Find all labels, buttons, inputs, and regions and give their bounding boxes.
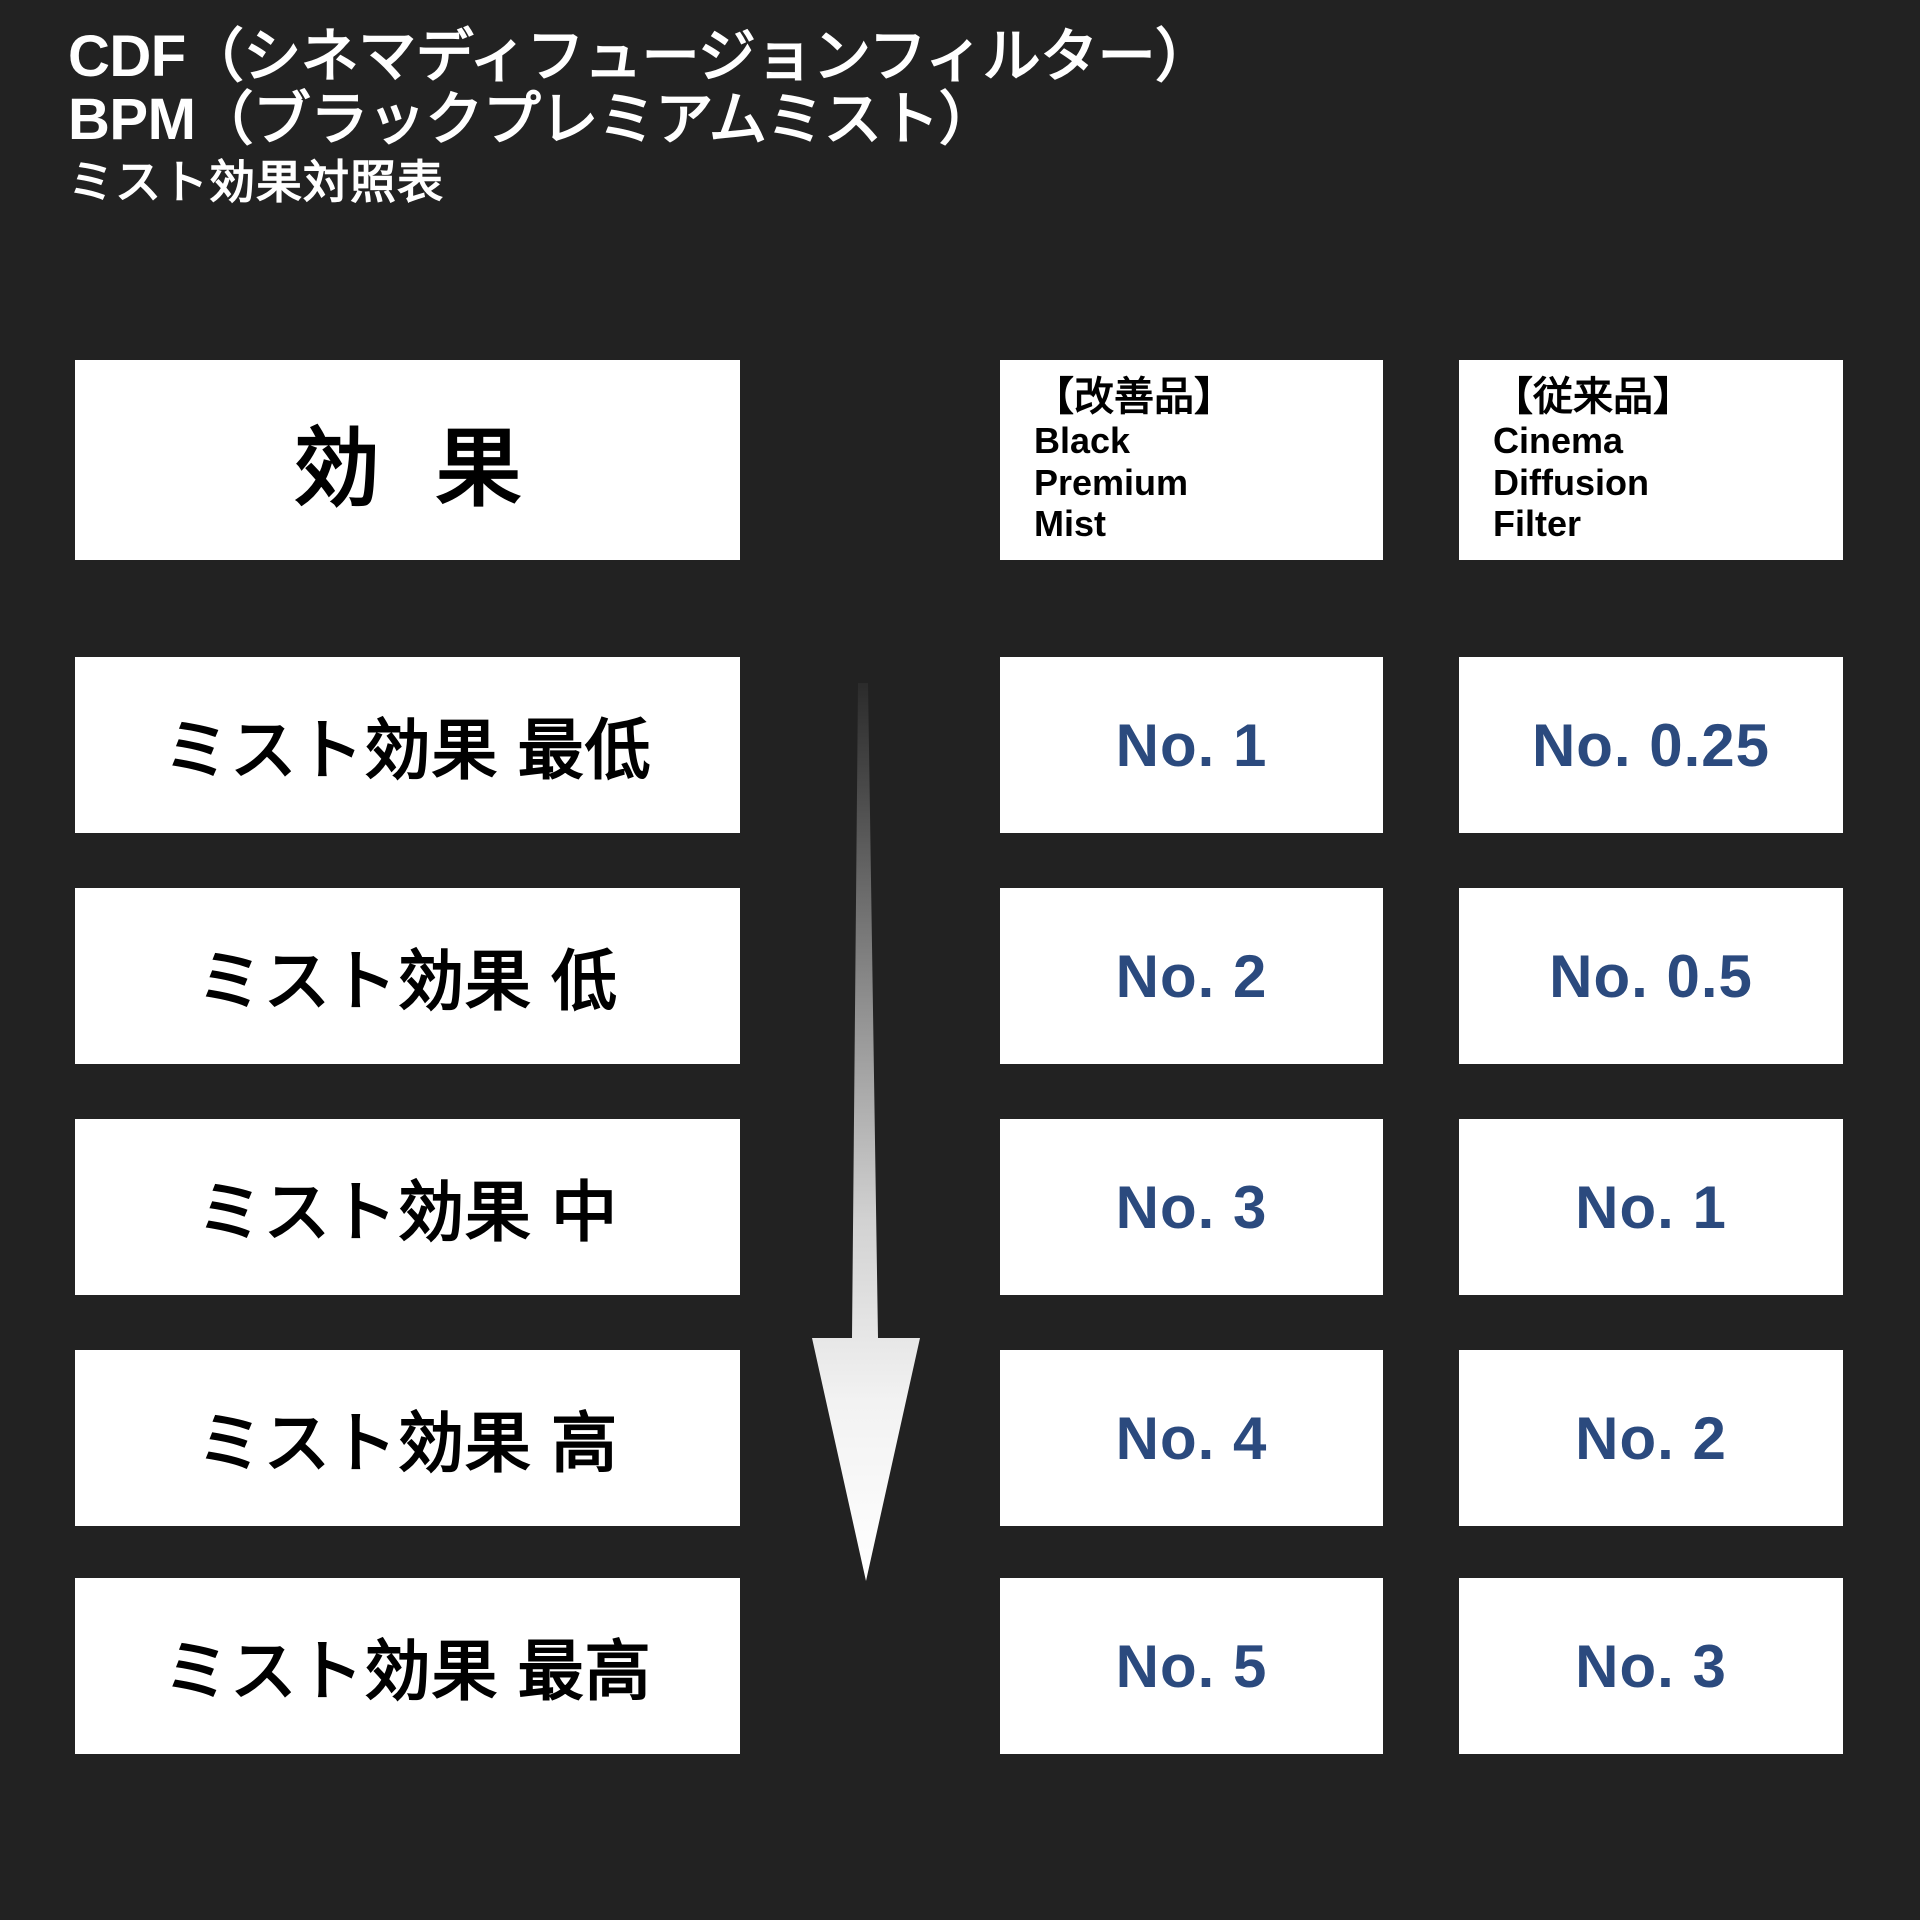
title-line-cdf: CDF（シネマディフュージョンフィルター） xyxy=(68,24,1213,89)
row-cdf-number: No. 1 xyxy=(1575,1173,1727,1241)
table-row-effect-label: ミスト効果 中 xyxy=(75,1119,740,1295)
row-cdf-number: No. 0.25 xyxy=(1531,711,1771,779)
table-row-effect-label: ミスト効果 最高 xyxy=(75,1578,740,1754)
row-effect-label: ミスト効果 高 xyxy=(196,1406,619,1480)
row-cdf-number: No. 0.5 xyxy=(1549,942,1753,1010)
header-name-line2-cdf: Diffusion xyxy=(1493,461,1649,503)
row-effect-label: ミスト効果 最高 xyxy=(163,1634,652,1708)
row-bpm-number: No. 5 xyxy=(1115,1632,1268,1700)
header-name-line1-cdf: Cinema xyxy=(1493,419,1624,461)
header-name-line1-bpm: Black xyxy=(1034,419,1131,461)
header-name-line3-cdf: Filter xyxy=(1493,503,1582,545)
row-cdf-number: No. 3 xyxy=(1575,1632,1727,1700)
header-cell-cinema-diffusion-filter: 【従来品】 Cinema Diffusion Filter xyxy=(1459,360,1843,560)
table-row-cdf-value: No. 1 xyxy=(1459,1119,1843,1295)
title-subtitle: ミスト効果対照表 xyxy=(68,156,444,209)
table-row-bpm-value: No. 1 xyxy=(1000,657,1383,833)
table-row-effect-label: ミスト効果 低 xyxy=(75,888,740,1064)
title-block: CDF（シネマディフュージョンフィルター） BPM（ブラックプレミアムミスト） … xyxy=(68,24,1568,213)
table-row-bpm-value: No. 5 xyxy=(1000,1578,1383,1754)
table-row-effect-label: ミスト効果 高 xyxy=(75,1350,740,1526)
row-bpm-number: No. 1 xyxy=(1115,711,1268,779)
table-row-cdf-value: No. 3 xyxy=(1459,1578,1843,1754)
title-line-bpm: BPM（ブラックプレミアムミスト） xyxy=(68,86,997,152)
header-badge-improved: 【改善品】 xyxy=(1034,374,1234,419)
table-row-bpm-value: No. 4 xyxy=(1000,1350,1383,1526)
table-row-cdf-value: No. 0.25 xyxy=(1459,657,1843,833)
table-row-cdf-value: No. 0.5 xyxy=(1459,888,1843,1064)
row-effect-label: ミスト効果 最低 xyxy=(163,713,652,787)
row-cdf-number: No. 2 xyxy=(1575,1404,1727,1472)
row-bpm-number: No. 3 xyxy=(1115,1173,1268,1241)
table-row-bpm-value: No. 3 xyxy=(1000,1119,1383,1295)
row-bpm-number: No. 4 xyxy=(1115,1404,1268,1472)
header-cell-effect: 効 果 xyxy=(75,360,740,560)
row-effect-label: ミスト効果 低 xyxy=(196,944,619,1018)
header-cell-black-premium-mist: 【改善品】 Black Premium Mist xyxy=(1000,360,1383,560)
row-bpm-number: No. 2 xyxy=(1115,942,1268,1010)
table-row-bpm-value: No. 2 xyxy=(1000,888,1383,1064)
header-name-line3-bpm: Mist xyxy=(1034,503,1106,545)
header-effect-label: 効 果 xyxy=(293,420,538,517)
header-name-line2-bpm: Premium xyxy=(1034,461,1189,503)
table-row-cdf-value: No. 2 xyxy=(1459,1350,1843,1526)
row-effect-label: ミスト効果 中 xyxy=(196,1175,619,1249)
header-badge-conventional: 【従来品】 xyxy=(1493,374,1693,419)
table-row-effect-label: ミスト効果 最低 xyxy=(75,657,740,833)
